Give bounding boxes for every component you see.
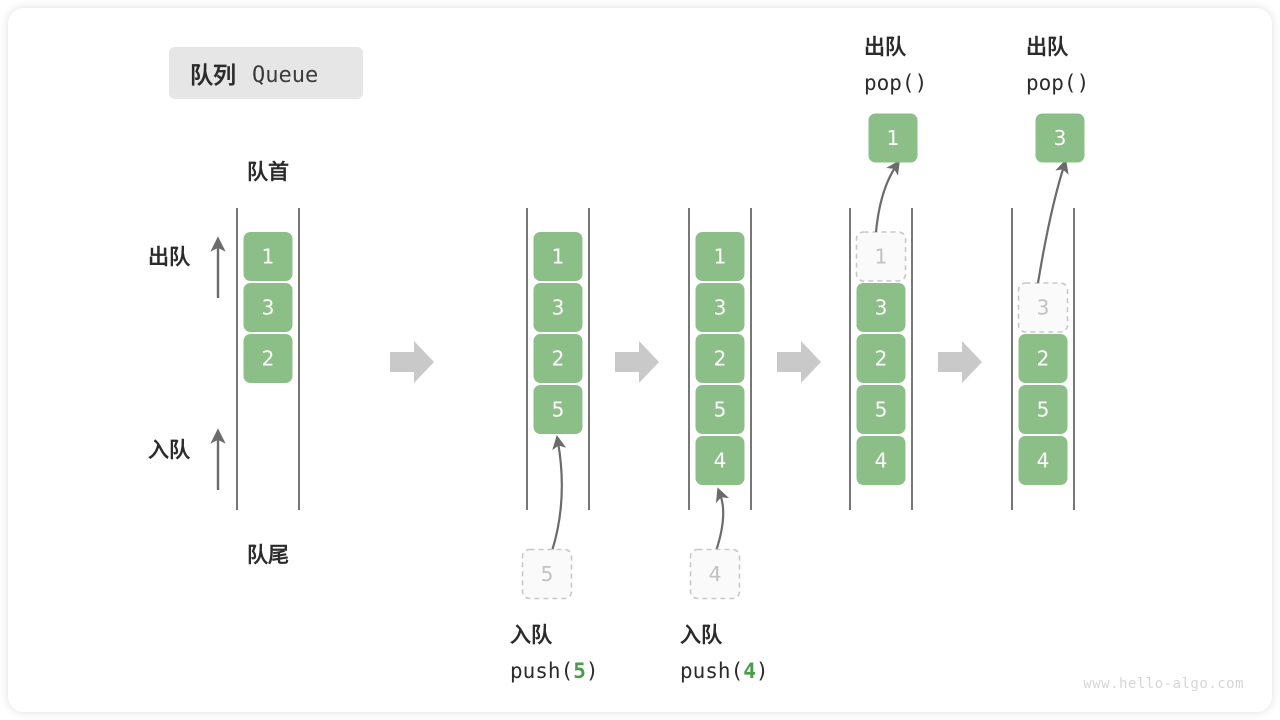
queue-after-push-5-push-code-label: push(5) xyxy=(510,659,599,683)
queue-after-pop-3-popped-box xyxy=(1035,113,1085,163)
queue-initial-box-3 xyxy=(243,283,293,332)
queue-after-pop-3-box-2 xyxy=(1018,334,1068,383)
queue-after-pop-3-ghost-label-3: 3 xyxy=(1037,296,1050,320)
queue-after-push-5-push-ghost-box xyxy=(521,548,573,600)
queue-after-pop-3-box-label-5: 5 xyxy=(1037,398,1050,422)
queue-initial-box-label-1: 1 xyxy=(262,245,275,269)
title-badge xyxy=(169,47,363,99)
queue-after-push-5-op-arrow xyxy=(550,435,567,552)
queue-after-push-5-push-ghost-label: 5 xyxy=(541,562,554,586)
queue-after-pop-3-op-arrow xyxy=(1036,159,1069,284)
queue-initial-box-1 xyxy=(243,232,293,281)
queue-after-pop-3-box-label-2: 2 xyxy=(1037,347,1050,371)
queue-initial-box-label-2: 2 xyxy=(262,347,275,371)
queue-after-pop-1-box-4 xyxy=(856,436,906,485)
queue-after-push-5-push-cjk-label: 入队 xyxy=(510,623,553,647)
diagram-card: 队列 Queue 1 3 2 队首队尾 出队入队 1 3 2 5 5 入队 push(5) 1 3 2 5 4 4 入队… xyxy=(8,8,1272,712)
step-arrow-4 xyxy=(938,341,982,383)
queue-after-pop-1-box-label-2: 2 xyxy=(875,347,888,371)
queue-initial-box-label-3: 3 xyxy=(262,296,275,320)
queue-after-push-5-box-label-3: 3 xyxy=(552,296,565,320)
step-arrow-1 xyxy=(390,341,434,383)
queue-after-pop-1-box-label-5: 5 xyxy=(875,398,888,422)
queue-after-push-4-push-ghost-box xyxy=(689,548,741,600)
queue-after-pop-1-box-label-4: 4 xyxy=(875,449,888,473)
queue-after-push-5-box-label-1: 1 xyxy=(552,245,565,269)
queue-after-pop-1-ghost-label-1: 1 xyxy=(875,245,888,269)
queue-after-push-4-box-label-4: 4 xyxy=(714,449,727,473)
queue-after-pop-3-popped-label: 3 xyxy=(1054,126,1067,150)
queue-after-pop-1-box-3 xyxy=(856,283,906,332)
queue-after-pop-1-box-2 xyxy=(856,334,906,383)
queue-after-push-5-box-3 xyxy=(533,283,583,332)
queue-after-push-4-box-label-3: 3 xyxy=(714,296,727,320)
queue-after-push-4-box-label-5: 5 xyxy=(714,398,727,422)
queue-after-push-4-push-cjk-label: 入队 xyxy=(680,623,723,647)
watermark-label: www.hello-algo.com xyxy=(1083,676,1244,692)
queue-after-pop-1-pop-cjk-label: 出队 xyxy=(864,35,907,59)
queue-after-pop-3-box-4 xyxy=(1018,436,1068,485)
step-arrow-3 xyxy=(777,341,821,383)
queue-after-pop-3-box-5 xyxy=(1018,385,1068,434)
queue-after-push-4-box-5 xyxy=(695,385,745,434)
queue-initial-box-2 xyxy=(243,334,293,383)
queue-after-pop-3-box-label-4: 4 xyxy=(1037,449,1050,473)
queue-after-push-4-box-2 xyxy=(695,334,745,383)
queue-after-pop-3-ghost-box-3 xyxy=(1017,282,1069,333)
queue-after-push-4-op-arrow xyxy=(714,487,730,552)
queue-after-push-4-box-label-1: 1 xyxy=(714,245,727,269)
queue-after-pop-1-popped-label: 1 xyxy=(887,126,900,150)
head-label: 队首 xyxy=(247,160,289,184)
queue-after-push-5-box-1 xyxy=(533,232,583,281)
queue-after-push-4-box-4 xyxy=(695,436,745,485)
enqueue-label: 入队 xyxy=(148,438,191,462)
queue-after-pop-1-box-5 xyxy=(856,385,906,434)
queue-after-push-4-push-ghost-label: 4 xyxy=(709,562,722,586)
dequeue-label: 出队 xyxy=(148,245,191,269)
queue-after-pop-1-box-label-3: 3 xyxy=(875,296,888,320)
queue-after-push-4-box-label-2: 2 xyxy=(714,347,727,371)
queue-after-pop-3-pop-cjk-label: 出队 xyxy=(1026,35,1069,59)
step-arrow-2 xyxy=(615,341,659,383)
queue-after-pop-3-pop-code-label: pop() xyxy=(1026,71,1089,95)
queue-after-push-4-box-1 xyxy=(695,232,745,281)
title-cjk-label: 队列 xyxy=(190,63,236,89)
queue-after-pop-1-popped-box xyxy=(868,113,918,163)
title-latin-label: Queue xyxy=(252,63,318,88)
queue-after-push-5-box-label-2: 2 xyxy=(552,347,565,371)
queue-after-push-4-push-code-label: push(4) xyxy=(680,659,769,683)
queue-after-push-5-box-label-5: 5 xyxy=(552,398,565,422)
queue-after-pop-1-op-arrow xyxy=(874,160,900,233)
queue-after-pop-1-ghost-box-1 xyxy=(855,231,907,282)
queue-after-push-4-box-3 xyxy=(695,283,745,332)
queue-after-push-5-box-2 xyxy=(533,334,583,383)
queue-after-pop-1-pop-code-label: pop() xyxy=(864,71,927,95)
queue-after-push-5-box-5 xyxy=(533,385,583,434)
tail-label: 队尾 xyxy=(247,543,289,567)
